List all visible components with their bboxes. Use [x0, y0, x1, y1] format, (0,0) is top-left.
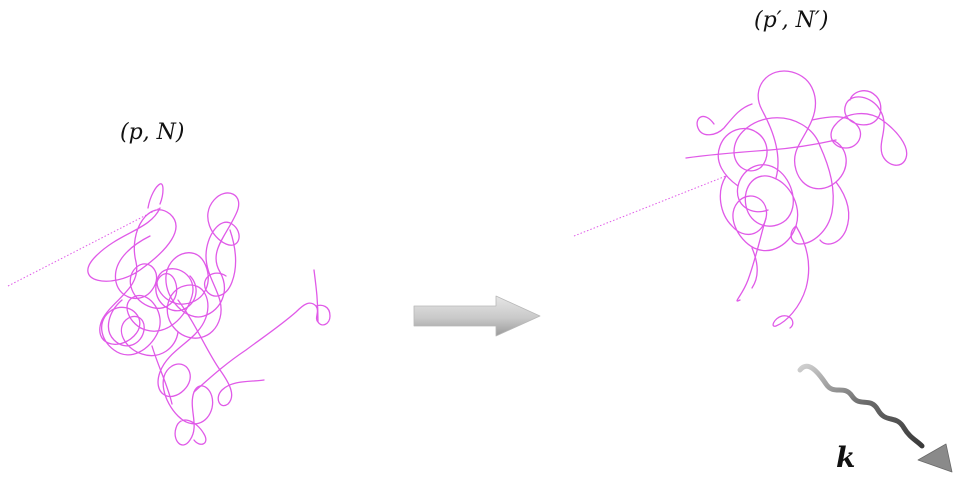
- final-state-label: (p′, N′): [754, 8, 829, 33]
- initial-state-label: (p, N): [120, 120, 185, 145]
- initial-polymer-chain: [87, 183, 331, 446]
- initial-tail-dotted: [7, 207, 161, 287]
- final-tail-dotted: [573, 175, 727, 237]
- transition-arrow-icon: [413, 295, 541, 337]
- photon-wavy-arrow-icon: [797, 363, 953, 473]
- photon-label: k: [836, 441, 856, 474]
- final-polymer-chain: [685, 70, 908, 329]
